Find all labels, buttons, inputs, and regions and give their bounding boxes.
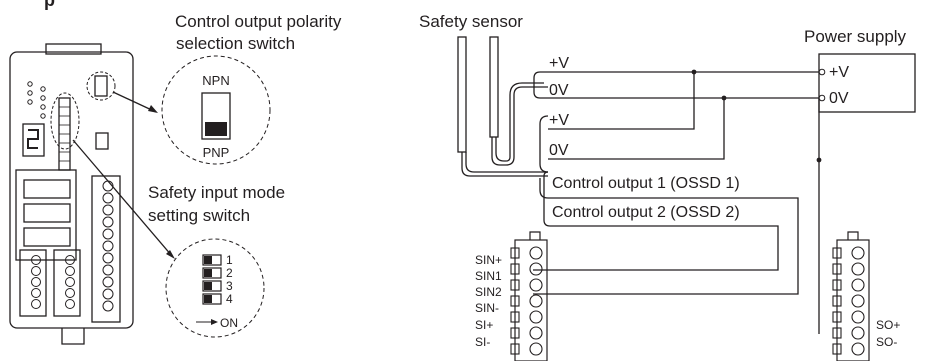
- controller-unit: [9, 43, 134, 345]
- dip-switch-3: [202, 280, 222, 292]
- right-terminal-screws: [102, 180, 114, 312]
- header-title-fragment: p: [44, 0, 55, 10]
- safety-sensor: [457, 36, 548, 177]
- cable-label-ossd1: Control output 1 (OSSD 1): [552, 175, 740, 192]
- dip-switch-enlarged: [202, 254, 222, 305]
- input-mode-zoom-circle: [165, 238, 265, 338]
- terminal-sin1: SIN1: [475, 269, 502, 283]
- input-mode-leader-line: [72, 139, 173, 257]
- polarity-switch-body: [201, 92, 231, 140]
- psu-plus-terminal: [818, 68, 826, 76]
- terminal-sin-plus: SIN+: [475, 253, 502, 267]
- sensor-receiver-bar: [489, 36, 499, 138]
- input-block-housing: [514, 239, 548, 361]
- controller-housing: [9, 51, 134, 329]
- input-mode-leader-arrow: [166, 250, 175, 259]
- cable-split-upper: [539, 115, 549, 173]
- psu-0v-terminal: [818, 94, 826, 102]
- sensor-emitter-bar: [457, 36, 467, 153]
- terminal-sin-minus: SIN-: [475, 301, 499, 315]
- safety-sensor-label: Safety sensor: [419, 12, 523, 31]
- input-mode-title-2: setting switch: [148, 206, 250, 225]
- din-rail-latch: [61, 328, 85, 345]
- receiver-cable-a: [491, 86, 548, 166]
- cable-label-0v-2: 0V: [549, 142, 569, 159]
- wire-ossd1: [533, 178, 799, 295]
- cable-label-0v-1: 0V: [549, 82, 569, 99]
- input-mode-callout: 1 2 3 4 ON: [50, 92, 265, 338]
- psu-plus-v-label: +V: [829, 64, 849, 81]
- polarity-npn-label: NPN: [202, 73, 229, 88]
- terminal-si-plus: SI+: [475, 318, 493, 332]
- terminal-so-minus: SO-: [876, 335, 897, 349]
- left-connector-3: [23, 227, 71, 247]
- polarity-switch-small: [94, 75, 108, 97]
- polarity-leader-line: [112, 91, 157, 113]
- dip-label-3: 3: [226, 279, 233, 293]
- power-supply-label: Power supply: [804, 27, 907, 46]
- wire-junctions: [691, 69, 822, 163]
- terminal-so-plus: SO+: [876, 318, 900, 332]
- cable-label-plus-v-2: +V: [549, 112, 569, 129]
- input-mode-title-1: Safety input mode: [148, 183, 285, 202]
- terminal-sin2: SIN2: [475, 285, 502, 299]
- dip-label-2: 2: [226, 266, 233, 280]
- emitter-cable-b: [465, 152, 548, 173]
- display-digit: [27, 129, 39, 149]
- dip-switch-2: [202, 267, 222, 279]
- unit-button: [95, 132, 109, 150]
- dip-label-1: 1: [226, 253, 233, 267]
- bottom-terminal-block-1: [19, 249, 47, 317]
- polarity-zoom-circle: [161, 55, 271, 165]
- wire-plus-v-2: [548, 72, 695, 130]
- dip-on-arrow-head: [211, 319, 218, 325]
- cable-label-ossd2: Control output 2 (OSSD 2): [552, 204, 740, 221]
- wire-0v-1: [533, 71, 822, 99]
- polarity-switch-slider: [205, 122, 227, 136]
- input-mode-zoom-source: [50, 92, 80, 150]
- sensor-wires: [533, 71, 822, 334]
- seven-segment-display: [22, 123, 45, 157]
- polarity-pnp-label: PNP: [203, 145, 230, 160]
- dip-switch-1: [202, 254, 222, 266]
- led-indicators: [27, 81, 46, 119]
- receiver-cable-b: [495, 82, 544, 162]
- output-block-housing: [836, 239, 870, 361]
- wire-0v-2: [548, 98, 725, 160]
- output-terminal-block: [832, 231, 870, 361]
- bottom-terminal-block-2: [53, 249, 81, 317]
- dip-label-4: 4: [226, 292, 233, 306]
- right-terminal-column: [91, 175, 121, 323]
- psu-0v-label: 0V: [829, 90, 849, 107]
- terminal-si-minus: SI-: [475, 335, 490, 349]
- cable-label-plus-v-1: +V: [549, 55, 569, 72]
- output-block-screws: [832, 246, 865, 356]
- polarity-switch-callout: NPN PNP: [86, 55, 271, 165]
- dip-switch-strip-cells: [59, 106, 70, 162]
- polarity-switch-title-1: Control output polarity: [175, 12, 342, 31]
- input-terminal-block: [510, 231, 548, 361]
- wire-ossd2-path: [533, 171, 779, 271]
- emitter-cable-a: [461, 152, 548, 177]
- dip-switch-4: [202, 293, 222, 305]
- polarity-zoom-source: [86, 71, 116, 101]
- input-block-screws: [510, 246, 543, 356]
- dip-on-label: ON: [220, 316, 238, 330]
- left-connector-1: [23, 179, 71, 199]
- dip-switch-levers: [204, 256, 212, 303]
- controller-top-clip: [45, 43, 102, 55]
- power-supply-box: [818, 53, 916, 113]
- polarity-switch-title-2: selection switch: [176, 34, 295, 53]
- output-block-tab: [847, 231, 859, 240]
- input-block-tab: [529, 231, 541, 240]
- left-connector-2: [23, 203, 71, 223]
- bottom-terminal-screws: [31, 255, 75, 309]
- polarity-leader-arrow: [148, 105, 158, 113]
